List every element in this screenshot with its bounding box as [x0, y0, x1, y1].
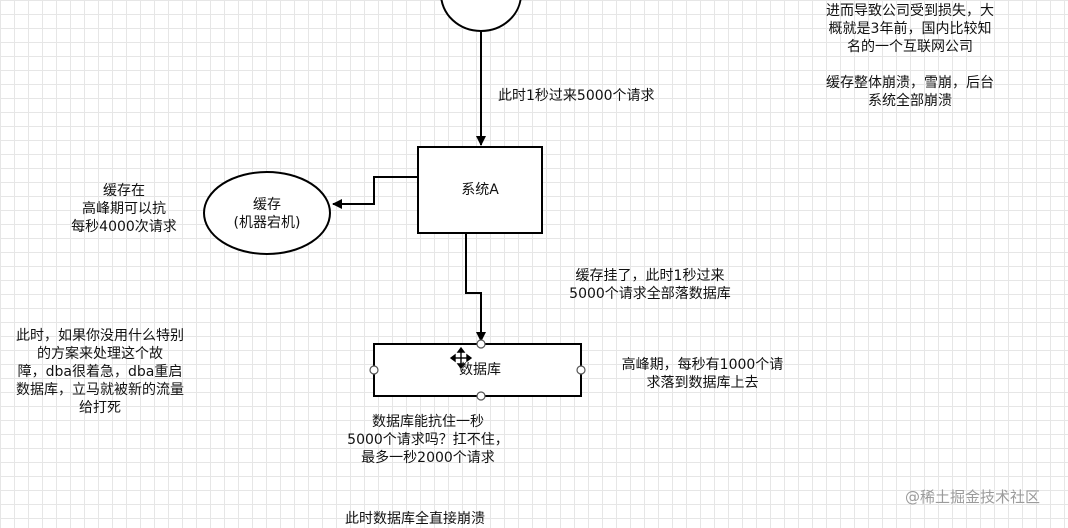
note-top-right-line-3: 名的一个互联网公司: [847, 39, 973, 55]
resize-handle-left[interactable]: [369, 365, 379, 375]
note-peak-traffic-line-1: 高峰期，每秒有1000个请: [621, 357, 784, 373]
cache-label: 缓存 (机器宕机): [204, 196, 330, 232]
cache-node-ellipse[interactable]: [203, 171, 331, 255]
note-dba-restart-line-1: 此时，如果你没用什么特别: [16, 328, 184, 344]
watermark-text: @稀土掘金技术社区: [905, 488, 1041, 506]
user-node-circle[interactable]: [440, 0, 522, 32]
note-db-capacity-line-3: 最多一秒2000个请求: [361, 450, 495, 466]
arrow-system-to-cache: [332, 176, 418, 209]
note-dba-restart-line-3: 障，dba很着急，dba重启: [17, 364, 183, 380]
note-db-capacity-line-1: 数据库能抗住一秒: [372, 414, 484, 430]
note-db-capacity-line-2: 5000个请求吗？扛不住，: [347, 432, 509, 448]
cache-label-line-1: 缓存: [253, 197, 281, 213]
note-top-right-line-6: 系统全部崩溃: [868, 93, 952, 109]
note-db-capacity: 数据库能抗住一秒 5000个请求吗？扛不住， 最多一秒2000个请求: [318, 413, 538, 467]
cache-label-line-2: (机器宕机): [233, 215, 301, 231]
resize-handle-bottom[interactable]: [476, 391, 486, 401]
note-dba-restart: 此时，如果你没用什么特别 的方案来处理这个故 障，dba很着急，dba重启 数据…: [0, 327, 218, 417]
note-dba-restart-line-4: 数据库，立马就被新的流量: [16, 382, 184, 398]
resize-handle-top[interactable]: [476, 339, 486, 349]
note-top-right-line-4: [795, 56, 1025, 74]
note-peak-traffic: 高峰期，每秒有1000个请 求落到数据库上去: [600, 356, 805, 392]
note-cache-capacity: 缓存在 高峰期可以抗 每秒4000次请求: [44, 182, 204, 236]
note-cache-down: 缓存挂了，此时1秒过来 5000个请求全部落数据库: [540, 267, 760, 303]
note-top-right-line-2: 概就是3年前，国内比较知: [828, 21, 992, 37]
note-request-label: 此时1秒过来5000个请求: [498, 88, 655, 104]
note-dba-restart-line-2: 的方案来处理这个故: [37, 346, 163, 362]
note-cache-down-line-2: 5000个请求全部落数据库: [569, 286, 731, 302]
note-cache-capacity-line-1: 缓存在: [103, 183, 145, 199]
system-a-label: 系统A: [461, 182, 499, 198]
note-bottom-cut: 此时数据库全直接崩溃: [345, 511, 485, 527]
resize-handle-right[interactable]: [576, 365, 586, 375]
note-top-right-line-1: 进而导致公司受到损失，大: [826, 3, 994, 19]
note-cache-capacity-line-2: 高峰期可以抗: [82, 201, 166, 217]
system-a-box[interactable]: [417, 146, 543, 234]
note-cache-down-line-1: 缓存挂了，此时1秒过来: [575, 268, 725, 284]
move-cursor-icon: [449, 346, 473, 370]
database-label: 数据库: [459, 362, 501, 378]
note-top-right: 进而导致公司受到损失，大 概就是3年前，国内比较知 名的一个互联网公司 缓存整体…: [795, 2, 1025, 110]
note-top-right-line-5: 缓存整体崩溃，雪崩，后台: [826, 75, 994, 91]
arrow-system-to-database: [465, 233, 486, 342]
note-peak-traffic-line-2: 求落到数据库上去: [646, 375, 759, 391]
note-dba-restart-line-5: 给打死: [79, 400, 121, 416]
note-cache-capacity-line-3: 每秒4000次请求: [71, 219, 177, 235]
